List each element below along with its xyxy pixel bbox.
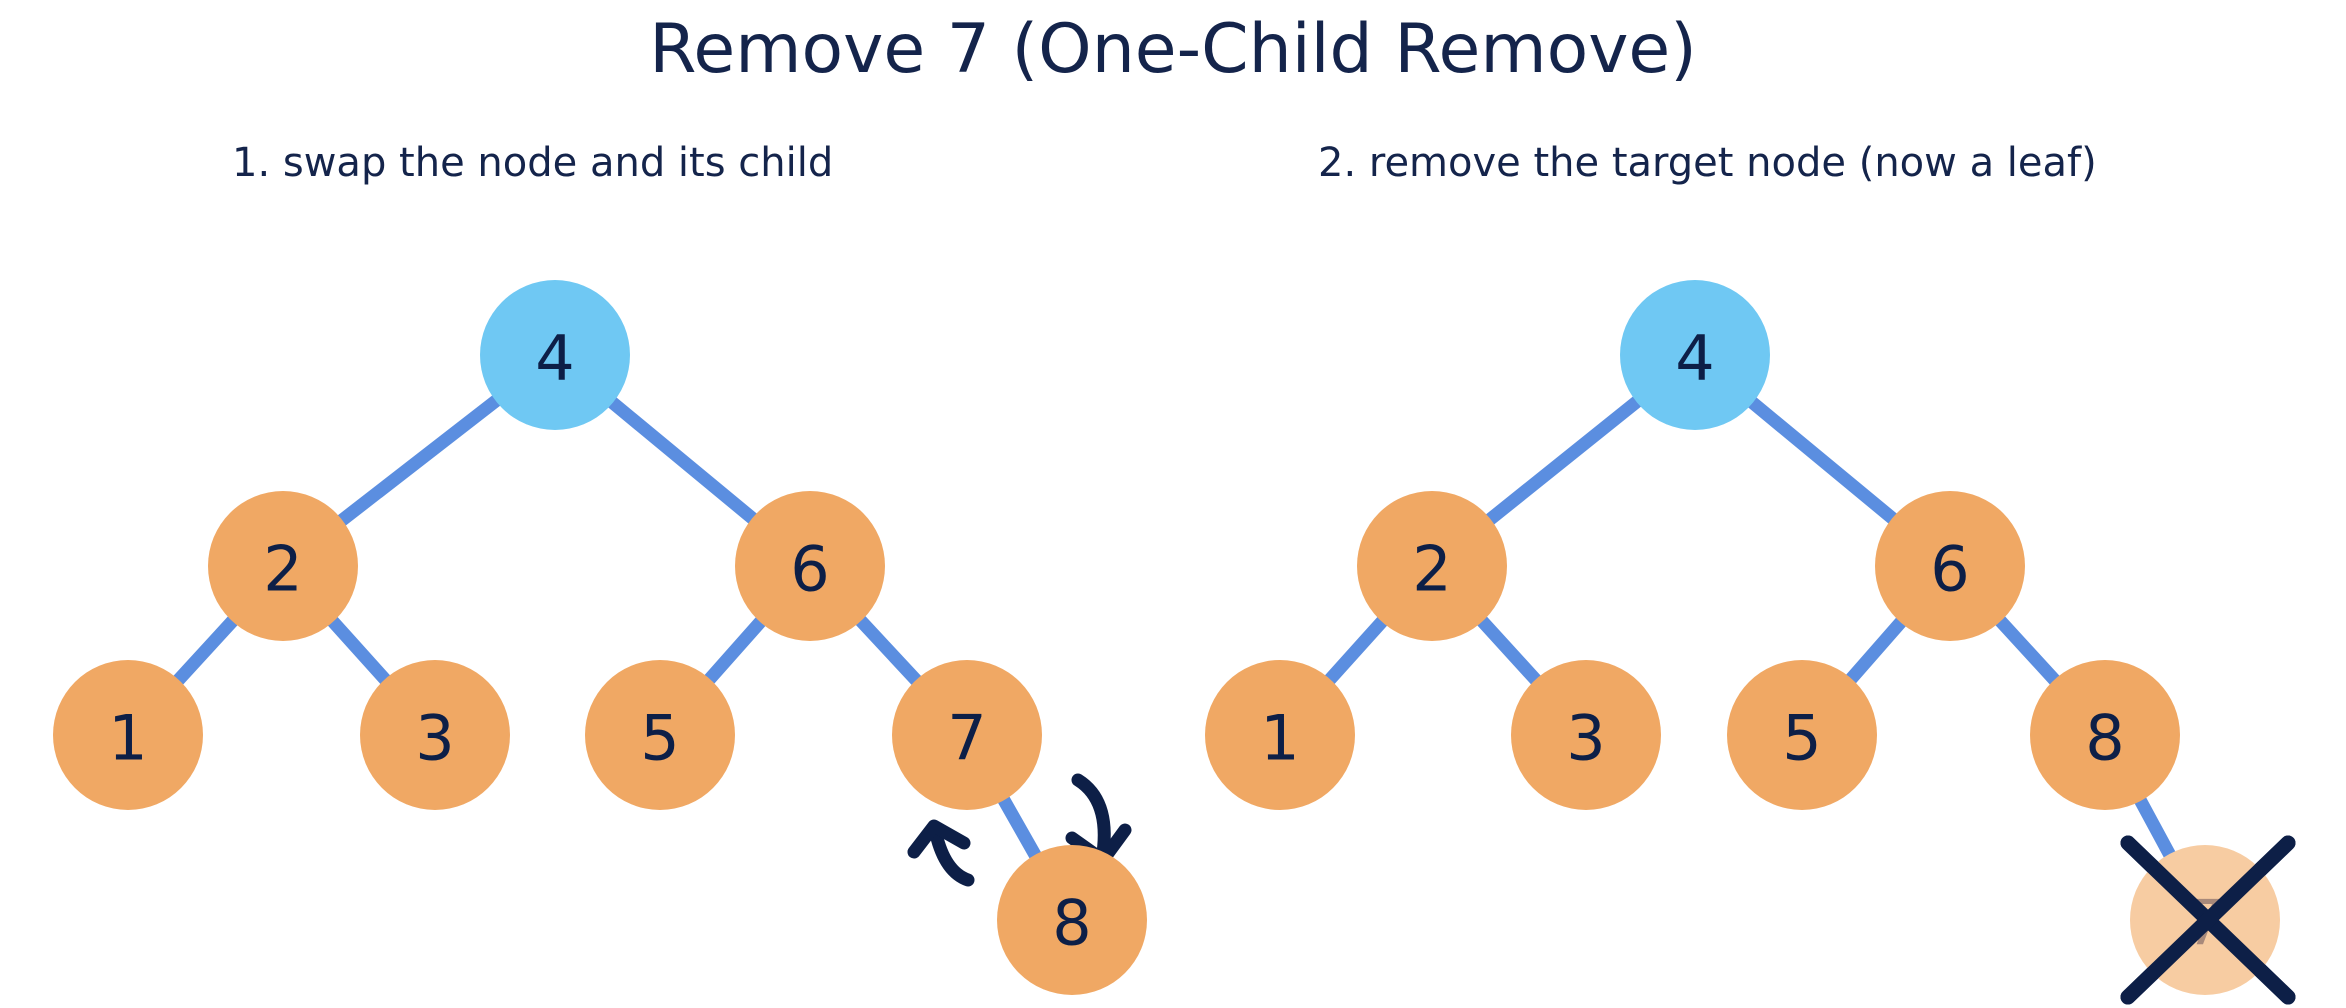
node-circle[interactable] <box>997 845 1147 995</box>
node-value-label: 6 <box>790 533 829 606</box>
removed-node-cross-overlay <box>2120 835 2296 1005</box>
tree-node-3[interactable]: 3 <box>1511 660 1661 810</box>
tree-edge <box>603 393 762 528</box>
tree-edge <box>332 392 506 529</box>
node-circle[interactable] <box>2030 660 2180 810</box>
node-value-label: 1 <box>108 702 147 775</box>
tree-edge <box>1743 393 1902 528</box>
tree-node-1[interactable]: 1 <box>53 660 203 810</box>
node-value-label: 2 <box>263 533 302 606</box>
tree-node-6[interactable]: 6 <box>1875 491 2025 641</box>
tree-edge <box>700 612 770 689</box>
tree-node-3[interactable]: 3 <box>360 660 510 810</box>
tree-node-6[interactable]: 6 <box>735 491 885 641</box>
node-value-label: 1 <box>1260 702 1299 775</box>
tree-node-8[interactable]: 8 <box>997 845 1147 995</box>
tree-edge <box>169 611 242 690</box>
node-circle[interactable] <box>892 660 1042 810</box>
tree-edge <box>323 612 395 689</box>
tree-edge <box>995 790 1044 865</box>
node-value-label: 4 <box>1675 322 1714 395</box>
tree-edge <box>1842 612 1910 689</box>
node-circle[interactable] <box>1357 491 1507 641</box>
node-circle[interactable] <box>1727 660 1877 810</box>
tree-node-1[interactable]: 1 <box>1205 660 1355 810</box>
tree-edges-layer <box>169 392 2178 865</box>
node-value-label: 5 <box>1782 702 1821 775</box>
page-title: Remove 7 (One-Child Remove) <box>649 10 1697 89</box>
node-circle[interactable] <box>360 660 510 810</box>
node-value-label: 8 <box>1052 887 1091 960</box>
tree-node-2[interactable]: 2 <box>1357 491 1507 641</box>
node-circle[interactable] <box>208 491 358 641</box>
tree-edge <box>2132 790 2178 865</box>
tree-node-5[interactable]: 5 <box>585 660 735 810</box>
tree-node-5[interactable]: 5 <box>1727 660 1877 810</box>
node-circle[interactable] <box>1205 660 1355 810</box>
node-value-label: 5 <box>640 702 679 775</box>
tree-edge <box>851 611 926 690</box>
swap-arrow-up-left-head <box>907 819 971 859</box>
tree-node-7[interactable]: 7 <box>892 660 1042 810</box>
node-value-label: 4 <box>535 322 574 395</box>
node-value-label: 6 <box>1930 533 1969 606</box>
tree-node-4[interactable]: 4 <box>480 280 630 430</box>
node-circle[interactable] <box>585 660 735 810</box>
panel-caption-step-2: 2. remove the target node (now a leaf) <box>1318 140 2097 186</box>
tree-edge <box>1320 612 1392 689</box>
tree-edge <box>1480 392 1647 529</box>
tree-node-8[interactable]: 8 <box>2030 660 2180 810</box>
node-value-label: 7 <box>947 702 986 775</box>
tree-node-4[interactable]: 4 <box>1620 280 1770 430</box>
tree-edge <box>1473 611 1545 690</box>
node-value-label: 8 <box>2085 702 2124 775</box>
node-value-label: 2 <box>1412 533 1451 606</box>
node-value-label: 3 <box>415 702 454 775</box>
tree-edge <box>1991 611 2064 690</box>
node-circle[interactable] <box>480 280 630 430</box>
swap-arrow-up-left <box>929 827 975 887</box>
panel-caption-step-1: 1. swap the node and its child <box>232 140 834 186</box>
node-circle[interactable] <box>1511 660 1661 810</box>
node-circle[interactable] <box>1875 491 2025 641</box>
tree-node-2[interactable]: 2 <box>208 491 358 641</box>
node-circle[interactable] <box>735 491 885 641</box>
node-circle[interactable] <box>53 660 203 810</box>
node-value-label: 3 <box>1566 702 1605 775</box>
node-circle[interactable] <box>1620 280 1770 430</box>
swap-arrow-down-right <box>1071 773 1111 860</box>
